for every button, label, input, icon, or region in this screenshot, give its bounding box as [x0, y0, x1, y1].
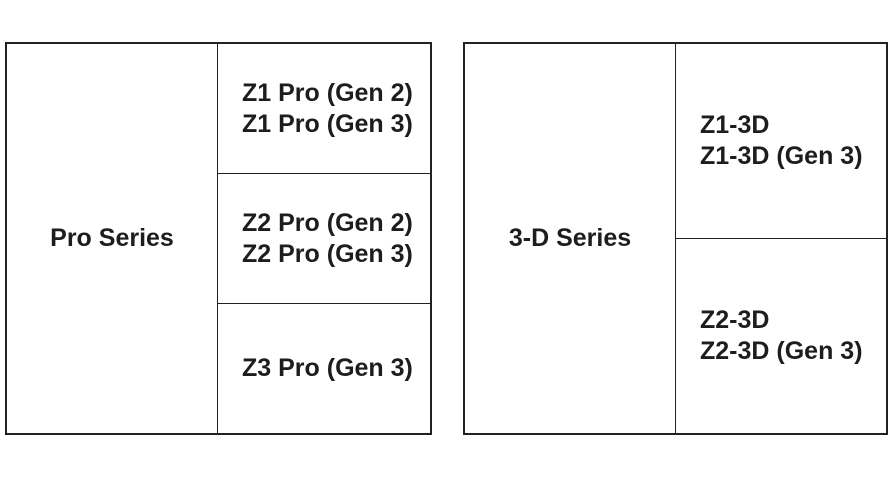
pro-series-rows: Z1 Pro (Gen 2) Z1 Pro (Gen 3) Z2 Pro (Ge… — [218, 44, 430, 433]
table-row: Z1-3D Z1-3D (Gen 3) — [676, 44, 886, 238]
model-name: Z2-3D — [700, 306, 770, 334]
pro-series-header-cell: Pro Series — [7, 44, 218, 433]
series-header-label: 3-D Series — [508, 224, 632, 252]
series-header-label: Pro Series — [50, 224, 174, 252]
model-name: Z2 Pro (Gen 3) — [242, 239, 413, 268]
table-row: Z2-3D Z2-3D (Gen 3) — [676, 238, 886, 433]
3d-series-table: 3-D Series Z1-3D Z1-3D (Gen 3) Z2-3D Z2-… — [463, 42, 888, 435]
model-name: Z1-3D (Gen 3) — [700, 142, 863, 170]
3d-series-header-cell: 3-D Series — [465, 44, 676, 433]
3d-series-rows: Z1-3D Z1-3D (Gen 3) Z2-3D Z2-3D (Gen 3) — [676, 44, 886, 433]
model-name: Z1-3D — [700, 111, 770, 139]
model-name: Z1 Pro (Gen 3) — [242, 109, 413, 138]
model-name: Z2-3D (Gen 3) — [700, 337, 863, 365]
model-name: Z1 Pro (Gen 2) — [242, 78, 413, 107]
model-name: Z2 Pro (Gen 2) — [242, 208, 413, 237]
table-row: Z1 Pro (Gen 2) Z1 Pro (Gen 3) — [218, 44, 430, 173]
pro-series-table: Pro Series Z1 Pro (Gen 2) Z1 Pro (Gen 3)… — [5, 42, 432, 435]
table-row: Z3 Pro (Gen 3) — [218, 303, 430, 433]
table-row: Z2 Pro (Gen 2) Z2 Pro (Gen 3) — [218, 173, 430, 303]
model-name: Z3 Pro (Gen 3) — [242, 354, 413, 382]
